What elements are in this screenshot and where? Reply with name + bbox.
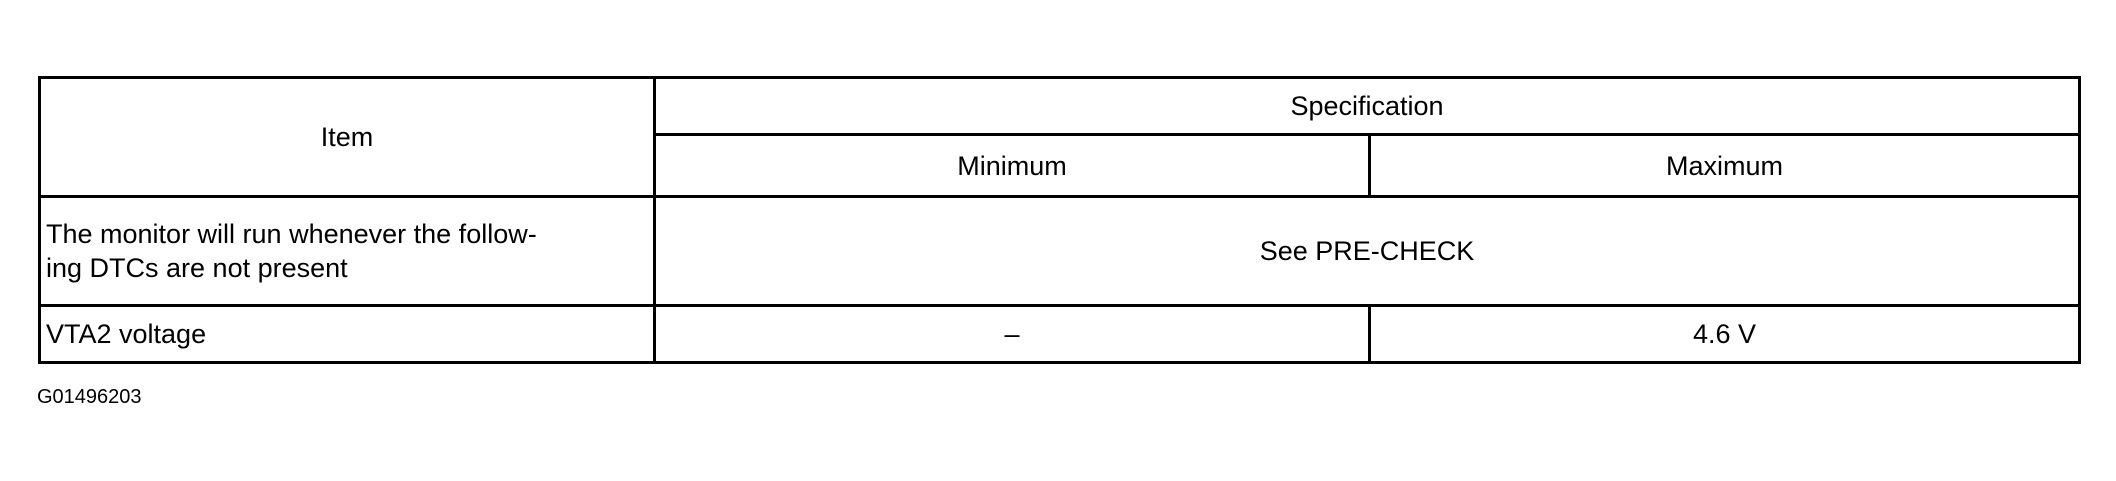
header-maximum: Maximum	[1368, 133, 2081, 198]
specification-table: Item Specification Minimum Maximum The m…	[38, 76, 2081, 364]
row-spec-precheck: See PRE-CHECK	[653, 195, 2081, 307]
row-item-monitor-line2: ing DTCs are not present	[46, 253, 348, 283]
row-max-vta2: 4.6 V	[1368, 304, 2081, 364]
header-specification: Specification	[653, 76, 2081, 136]
header-minimum: Minimum	[653, 133, 1371, 198]
row-min-vta2: –	[653, 304, 1371, 364]
figure-code: G01496203	[37, 386, 142, 408]
header-item: Item	[38, 76, 656, 198]
row-item-vta2: VTA2 voltage	[38, 304, 656, 364]
row-item-monitor-line1: The monitor will run whenever the follow…	[46, 219, 537, 249]
row-item-monitor: The monitor will run whenever the follow…	[38, 195, 656, 307]
